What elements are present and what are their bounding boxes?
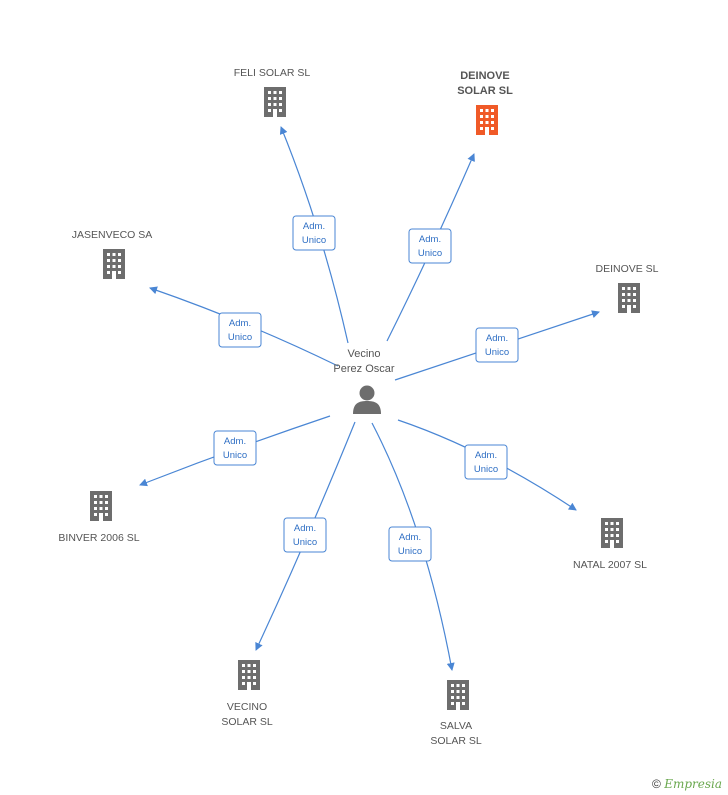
footer-credit: © Empresia	[652, 777, 722, 791]
edge-role-box	[283, 517, 327, 553]
company-label: FELI SOLAR SL	[234, 67, 311, 79]
building-icon	[90, 491, 112, 521]
edge-role-badge[interactable]: Adm. Unico	[388, 526, 432, 562]
edge-role-line1: Adm.	[294, 523, 316, 534]
company-node-jasenveco-sa[interactable]: JASENVECO SA	[72, 229, 153, 279]
company-node-natal-2007-sl[interactable]: NATAL 2007 SL	[573, 518, 647, 571]
edge-role-box	[475, 327, 519, 363]
company-node-feli-solar-sl[interactable]: FELI SOLAR SL	[234, 67, 311, 117]
edge-role-badge[interactable]: Adm. Unico	[408, 228, 452, 264]
building-icon	[447, 680, 469, 710]
edge-role-box	[213, 430, 257, 466]
company-node-binver-2006-sl[interactable]: BINVER 2006 SL	[58, 491, 140, 544]
edge-natal-2007-sl: Adm. Unico	[397, 419, 577, 511]
edge-role-line2: Unico	[223, 450, 247, 461]
center-person-node[interactable]: Vecino Perez Oscar	[333, 348, 395, 414]
building-icon	[103, 249, 125, 279]
building-icon	[476, 105, 498, 135]
edge-feli-solar-sl: Adm. Unico	[279, 126, 349, 344]
company-node-deinove-sl[interactable]: DEINOVE SL	[595, 263, 659, 313]
edge-role-line1: Adm.	[303, 221, 325, 232]
company-label: SOLAR SL	[430, 735, 482, 747]
edge-role-line2: Unico	[485, 347, 509, 358]
building-icon	[601, 518, 623, 548]
edge-role-badge[interactable]: Adm. Unico	[475, 327, 519, 363]
edge-role-line2: Unico	[474, 464, 498, 475]
edge-role-line2: Unico	[302, 235, 326, 246]
company-label: NATAL 2007 SL	[573, 559, 647, 571]
edge-role-box	[464, 444, 508, 480]
company-node-vecino-solar-sl[interactable]: VECINO SOLAR SL	[221, 660, 273, 728]
edge-salva-solar-sl: Adm. Unico	[371, 422, 455, 671]
company-label: BINVER 2006 SL	[58, 532, 139, 544]
edge-role-badge[interactable]: Adm. Unico	[464, 444, 508, 480]
person-icon	[353, 385, 381, 414]
edge-deinove-solar-sl: Adm. Unico	[386, 153, 475, 342]
building-icon	[264, 87, 286, 117]
edge-role-box	[218, 312, 262, 348]
edge-role-badge[interactable]: Adm. Unico	[292, 215, 336, 251]
center-name-line1: Vecino	[347, 348, 380, 360]
company-label: VECINO	[227, 701, 267, 713]
edge-vecino-solar-sl: Adm. Unico	[255, 421, 356, 651]
edge-role-line2: Unico	[228, 332, 252, 343]
company-label: SOLAR SL	[457, 85, 513, 97]
edge-role-box	[408, 228, 452, 264]
building-icon	[238, 660, 260, 690]
company-label: SOLAR SL	[221, 716, 273, 728]
company-label: DEINOVE SL	[595, 263, 658, 275]
company-label: JASENVECO SA	[72, 229, 153, 241]
edge-binver-2006-sl: Adm. Unico	[139, 415, 331, 487]
edge-role-line1: Adm.	[419, 234, 441, 245]
edge-role-line2: Unico	[418, 248, 442, 259]
copyright-symbol: ©	[652, 777, 661, 791]
edge-role-line1: Adm.	[224, 436, 246, 447]
edge-role-badge[interactable]: Adm. Unico	[283, 517, 327, 553]
company-label: DEINOVE	[460, 70, 510, 82]
edge-role-line1: Adm.	[399, 532, 421, 543]
edge-role-line2: Unico	[293, 537, 317, 548]
edge-role-line1: Adm.	[486, 333, 508, 344]
company-label: SALVA	[440, 720, 472, 732]
edge-role-line1: Adm.	[475, 450, 497, 461]
edge-role-line2: Unico	[398, 546, 422, 557]
brand-logo: Empresia	[664, 777, 722, 791]
edge-deinove-sl: Adm. Unico	[394, 310, 600, 381]
company-node-deinove-solar-sl[interactable]: DEINOVE SOLAR SL	[457, 70, 513, 135]
edge-role-line1: Adm.	[229, 318, 251, 329]
company-node-salva-solar-sl[interactable]: SALVA SOLAR SL	[430, 680, 482, 747]
edge-role-box	[388, 526, 432, 562]
edge-role-badge[interactable]: Adm. Unico	[218, 312, 262, 348]
edge-role-box	[292, 215, 336, 251]
edge-jasenveco-sa: Adm. Unico	[149, 286, 339, 367]
center-name-line2: Perez Oscar	[333, 363, 394, 375]
building-icon	[618, 283, 640, 313]
edge-role-badge[interactable]: Adm. Unico	[213, 430, 257, 466]
